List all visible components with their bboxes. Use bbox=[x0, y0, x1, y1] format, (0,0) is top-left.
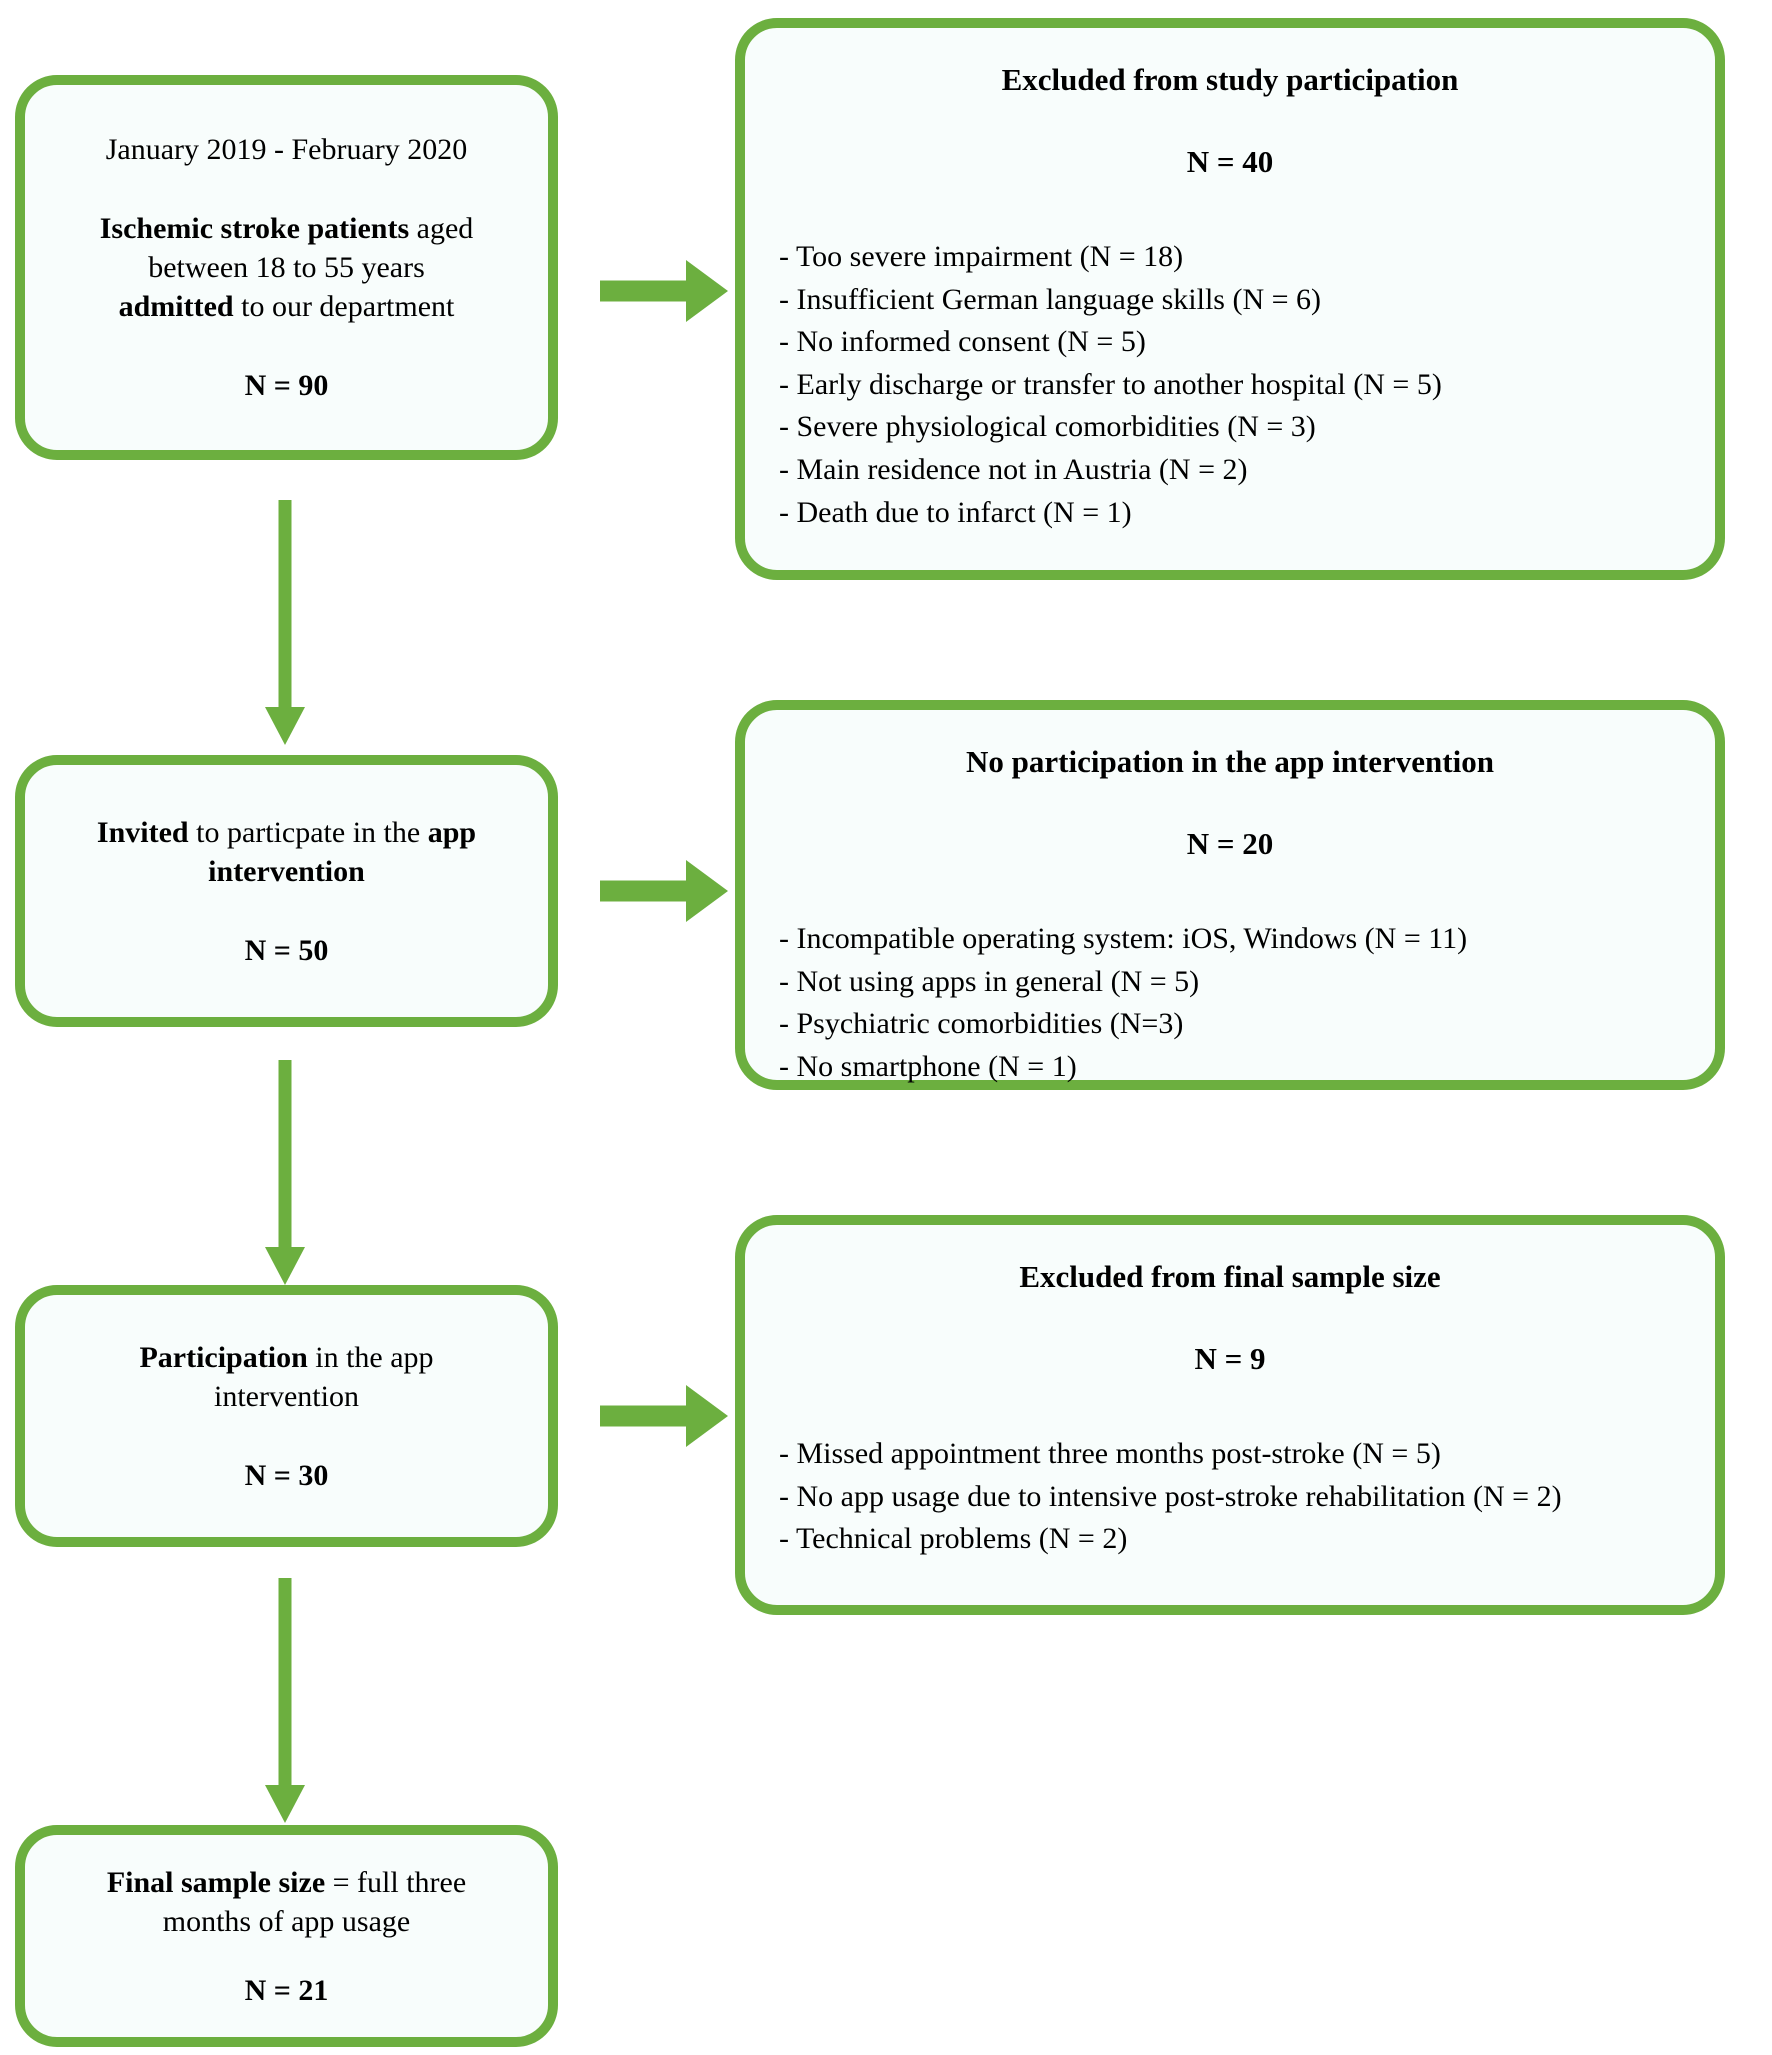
invited-bold-b: app bbox=[427, 815, 477, 849]
participation-count: N = 30 bbox=[244, 1458, 329, 1492]
arrow-invited-to-no-participation bbox=[600, 860, 728, 922]
no-participation-heading: No participation in the app intervention bbox=[966, 744, 1494, 779]
final-sample-count: N = 21 bbox=[244, 1973, 329, 2007]
arrow-head-right-icon bbox=[686, 260, 728, 322]
arrow-invited-to-participation bbox=[265, 1060, 305, 1285]
list-item: - Early discharge or transfer to another… bbox=[779, 367, 1442, 401]
node-excluded-from-study: Excluded from study participation N = 40… bbox=[735, 18, 1725, 580]
arrow-participation-to-excluded-final bbox=[600, 1385, 728, 1447]
enrollment-description-line3: admitted to our department bbox=[25, 287, 548, 326]
node-no-participation: No participation in the app intervention… bbox=[735, 700, 1725, 1090]
participation-line1: Participation in the app bbox=[25, 1338, 548, 1377]
arrow-enrollment-to-invited bbox=[265, 500, 305, 745]
invited-line2: intervention bbox=[208, 854, 365, 888]
list-item: - Not using apps in general (N = 5) bbox=[779, 964, 1200, 998]
excluded-final-heading: Excluded from final sample size bbox=[1019, 1259, 1441, 1294]
node-invited-body: Invited to particpate in the app interve… bbox=[0, 813, 574, 970]
list-item: - Psychiatric comorbidities (N=3) bbox=[779, 1007, 1184, 1041]
excluded-final-count: N = 9 bbox=[1194, 1341, 1266, 1376]
enrollment-description-line2: between 18 to 55 years bbox=[148, 251, 425, 284]
invited-bold-a: Invited bbox=[96, 815, 189, 849]
enrollment-desc-rest-3: to our department bbox=[233, 290, 455, 323]
list-item: - Too severe impairment (N = 18) bbox=[779, 240, 1184, 273]
spacer bbox=[25, 891, 548, 931]
node-enrollment-body: January 2019 - February 2020 Ischemic st… bbox=[0, 130, 574, 405]
node-enrollment: January 2019 - February 2020 Ischemic st… bbox=[15, 75, 558, 460]
arrow-participation-to-final bbox=[265, 1578, 305, 1823]
node-excluded-from-final-sample: Excluded from final sample size N = 9 - … bbox=[735, 1215, 1725, 1615]
spacer bbox=[25, 326, 548, 366]
list-item: - Death due to infarct (N = 1) bbox=[779, 495, 1132, 529]
arrow-enrollment-to-excluded-study bbox=[600, 260, 728, 322]
arrow-head-down-icon bbox=[265, 1247, 305, 1285]
spacer bbox=[25, 1416, 548, 1456]
no-participation-reason-list: - Incompatible operating system: iOS, Wi… bbox=[745, 918, 1715, 1088]
node-final-sample-size: Final sample size = full three months of… bbox=[15, 1825, 558, 2047]
final-sample-bold: Final sample size bbox=[106, 1865, 326, 1899]
list-item: - Severe physiological comorbidities (N … bbox=[779, 410, 1316, 444]
invited-count: N = 50 bbox=[244, 933, 329, 967]
spacer bbox=[25, 1941, 548, 1971]
arrow-shaft bbox=[278, 1060, 292, 1247]
enrollment-count: N = 90 bbox=[244, 369, 329, 402]
node-final-sample-body: Final sample size = full three months of… bbox=[0, 1863, 574, 2010]
arrow-shaft bbox=[600, 1405, 686, 1427]
enrollment-desc-rest-1: aged bbox=[409, 212, 474, 245]
participation-bold: Participation bbox=[139, 1340, 308, 1374]
final-sample-line1: Final sample size = full three bbox=[25, 1863, 548, 1902]
arrow-shaft bbox=[278, 500, 292, 707]
arrow-shaft bbox=[600, 880, 686, 902]
excluded-study-heading: Excluded from study participation bbox=[1001, 62, 1459, 97]
no-participation-count: N = 20 bbox=[1186, 826, 1274, 861]
arrow-shaft bbox=[278, 1578, 292, 1785]
participation-line2: intervention bbox=[214, 1379, 359, 1413]
node-participation: Participation in the app intervention N … bbox=[15, 1285, 558, 1547]
list-item: - Insufficient German language skills (N… bbox=[779, 282, 1322, 316]
final-sample-rest: = full three bbox=[325, 1865, 467, 1899]
arrow-head-right-icon bbox=[686, 1385, 728, 1447]
list-item: - Technical problems (N = 2) bbox=[779, 1522, 1128, 1556]
enrollment-desc-bold-1: Ischemic stroke patients bbox=[99, 212, 410, 245]
arrow-head-down-icon bbox=[265, 1785, 305, 1823]
list-item: - No smartphone (N = 1) bbox=[779, 1049, 1077, 1083]
list-item: - Missed appointment three months post-s… bbox=[779, 1437, 1441, 1470]
invited-rest-a: to particpate in the bbox=[188, 815, 428, 849]
arrow-head-right-icon bbox=[686, 860, 728, 922]
participation-rest: in the app bbox=[307, 1340, 434, 1374]
excluded-study-count: N = 40 bbox=[1186, 144, 1274, 179]
node-participation-body: Participation in the app intervention N … bbox=[0, 1338, 574, 1495]
spacer bbox=[25, 169, 548, 209]
final-sample-line2: months of app usage bbox=[162, 1904, 411, 1938]
node-invited: Invited to particpate in the app interve… bbox=[15, 755, 558, 1027]
excluded-final-reason-list: - Missed appointment three months post-s… bbox=[745, 1433, 1715, 1561]
arrow-head-down-icon bbox=[265, 707, 305, 745]
enrollment-description-line1: Ischemic stroke patients aged bbox=[25, 209, 548, 248]
enrollment-desc-bold-3: admitted bbox=[118, 290, 234, 323]
list-item: - Main residence not in Austria (N = 2) bbox=[779, 452, 1248, 486]
excluded-study-reason-list: - Too severe impairment (N = 18) - Insuf… bbox=[745, 236, 1715, 534]
list-item: - No app usage due to intensive post-str… bbox=[779, 1479, 1562, 1513]
list-item: - No informed consent (N = 5) bbox=[779, 325, 1146, 359]
arrow-shaft bbox=[600, 280, 686, 302]
list-item: - Incompatible operating system: iOS, Wi… bbox=[779, 922, 1468, 955]
enrollment-period: January 2019 - February 2020 bbox=[105, 133, 468, 166]
invited-line1: Invited to particpate in the app bbox=[25, 813, 548, 852]
